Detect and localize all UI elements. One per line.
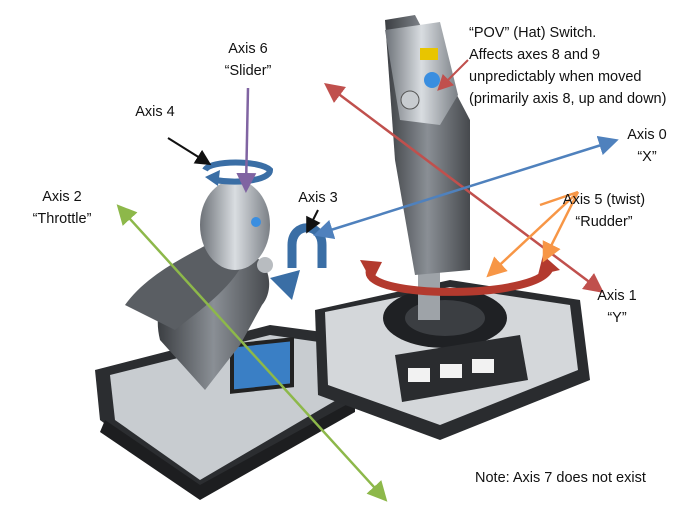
axis5-arrow-a <box>486 191 579 278</box>
axis2-arrow <box>116 204 388 502</box>
axis5-arrow-b <box>542 191 580 263</box>
axis0-arrow <box>313 135 619 240</box>
axis0-label: Axis 0 <box>627 127 667 143</box>
axis2-label: Axis 2 <box>42 189 82 205</box>
axis3-rotation-arrow <box>287 223 327 268</box>
pov-pointer-arrow <box>437 59 469 91</box>
axis3-pointer-arrow <box>306 209 321 234</box>
axis6-arrow <box>236 87 257 193</box>
axis7-note: Note: Axis 7 does not exist <box>475 470 646 486</box>
axis2-alias: “Throttle” <box>32 211 92 227</box>
axis3-label: Axis 3 <box>298 190 338 206</box>
pov-line-1: “POV” (Hat) Switch. <box>469 25 597 41</box>
axis6-alias: “Slider” <box>224 63 272 79</box>
axis0-alias: “X” <box>637 149 657 165</box>
axis5-arrow-c <box>539 190 579 207</box>
axis4-label: Axis 4 <box>135 104 175 120</box>
axis5-alias: “Rudder” <box>575 214 633 230</box>
pov-line-4: (primarily axis 8, up and down) <box>469 91 667 107</box>
axis5-label: Axis 5 (twist) <box>562 192 646 208</box>
pov-line-2: Affects axes 8 and 9 <box>469 47 601 63</box>
axis6-label: Axis 6 <box>228 41 268 57</box>
axis1-label: Axis 1 <box>597 288 637 304</box>
pov-line-3: unpredictably when moved <box>469 69 642 85</box>
axis1-alias: “Y” <box>607 310 627 326</box>
axis4-pointer-arrow <box>167 137 212 166</box>
